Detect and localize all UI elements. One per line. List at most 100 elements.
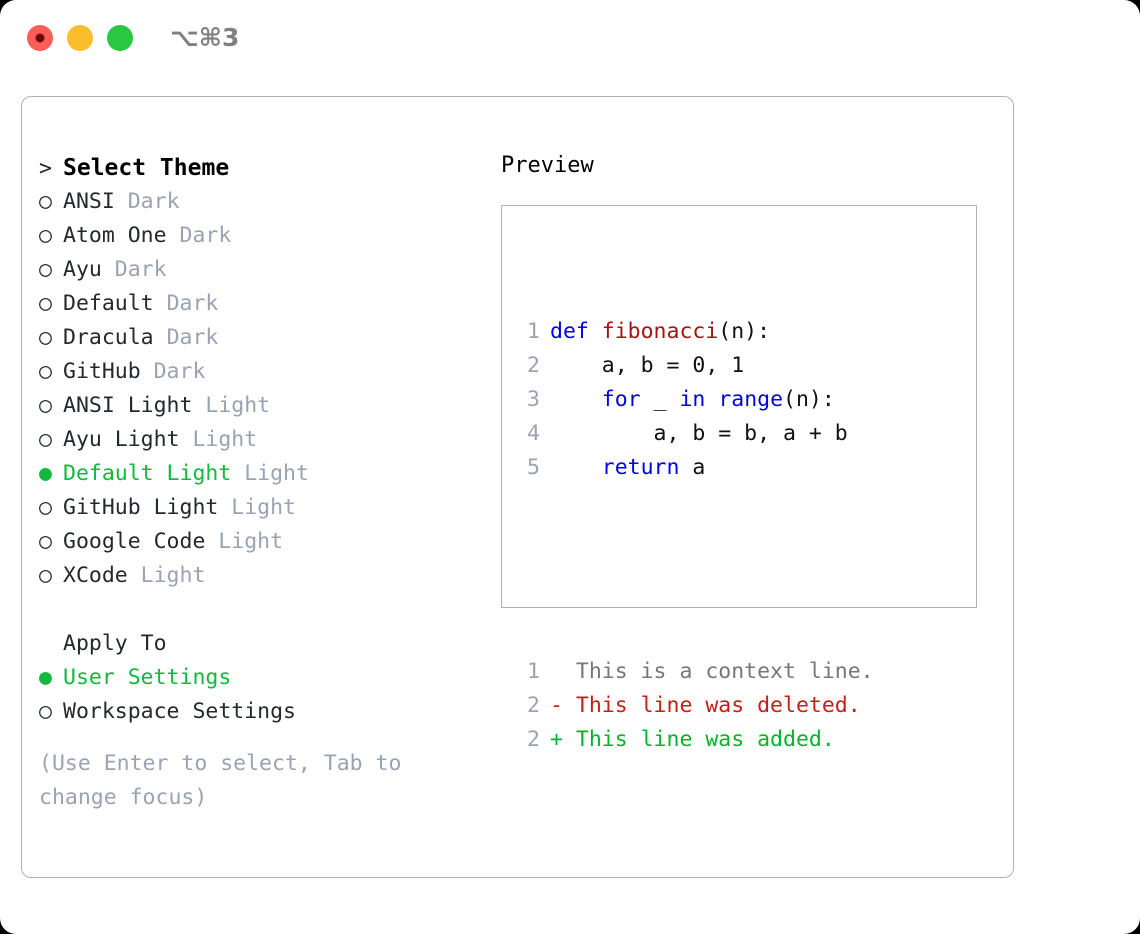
apply-to-label: Apply To <box>63 631 167 656</box>
theme-option-kind: Dark <box>127 189 180 214</box>
radio-unselected-icon[interactable]: ○ <box>39 529 52 554</box>
theme-option-name: Ayu <box>63 257 115 282</box>
radio-unselected-icon[interactable]: ○ <box>39 699 52 724</box>
apply-to-option-name: Workspace Settings <box>63 699 296 724</box>
theme-option-kind: Light <box>218 529 284 554</box>
apply-to-option-user-settings[interactable]: ●User Settings <box>39 661 489 695</box>
theme-option-kind: Light <box>140 563 206 588</box>
minimize-button[interactable] <box>67 25 93 51</box>
line-number: 2 <box>527 727 540 752</box>
code-token: (n): <box>718 319 771 344</box>
radio-unselected-icon[interactable]: ○ <box>39 325 52 350</box>
code-token: a, b = 0, 1 <box>550 353 745 378</box>
code-line: 2 a, b = 0, 1 <box>514 349 874 383</box>
theme-option-kind: Dark <box>153 359 206 384</box>
apply-to-option-workspace-settings[interactable]: ○ Workspace Settings <box>39 695 489 729</box>
theme-option-name: Default Light <box>63 461 245 486</box>
theme-option-name: XCode <box>63 563 141 588</box>
line-number: 1 <box>527 659 540 684</box>
line-number: 3 <box>527 387 540 412</box>
diff-text: + This line was added. <box>550 727 835 752</box>
theme-option-xcode[interactable]: ○ XCode Light <box>39 559 489 593</box>
line-number: 2 <box>527 353 540 378</box>
theme-option-name: ANSI <box>63 189 128 214</box>
select-theme-label: Select Theme <box>63 155 230 181</box>
theme-option-ayu[interactable]: ○ Ayu Dark <box>39 253 489 287</box>
select-theme-heading: > Select Theme <box>39 151 489 185</box>
code-line: 5 return a <box>514 451 874 485</box>
theme-option-name: Google Code <box>63 529 219 554</box>
code-token <box>705 387 718 412</box>
radio-selected-icon[interactable]: ● <box>39 461 52 486</box>
theme-option-name: GitHub Light <box>63 495 232 520</box>
radio-unselected-icon[interactable]: ○ <box>39 563 52 588</box>
code-token: (n): <box>783 387 835 412</box>
theme-option-name: GitHub <box>63 359 154 384</box>
theme-option-kind: Light <box>244 461 309 486</box>
title-bar: ⌥⌘3 <box>0 0 1140 78</box>
theme-option-atom-one[interactable]: ○Atom One Dark <box>39 219 489 253</box>
line-number: 1 <box>527 319 540 344</box>
code-token: def <box>550 319 602 344</box>
theme-option-ayu-light[interactable]: ○Ayu Light Light <box>39 423 489 457</box>
line-number: 2 <box>527 693 540 718</box>
window-controls <box>27 25 133 51</box>
radio-unselected-icon[interactable]: ○ <box>39 257 52 282</box>
maximize-button[interactable] <box>107 25 133 51</box>
theme-option-name: Default <box>63 291 167 316</box>
theme-options-list: ○ANSI Dark○Atom One Dark○Ayu Dark○Defaul… <box>39 185 489 593</box>
theme-option-kind: Dark <box>179 223 232 248</box>
keyboard-hint-text: (Use Enter to select, Tab to change focu… <box>39 751 402 810</box>
theme-list-column: >Select Theme ○ANSI Dark○Atom One Dark○A… <box>39 151 489 815</box>
radio-selected-icon[interactable]: ● <box>39 665 52 690</box>
code-line: 3 for _ in range(n): <box>514 383 874 417</box>
theme-option-kind: Dark <box>114 257 167 282</box>
theme-picker-panel: >Select Theme ○ANSI Dark○Atom One Dark○A… <box>21 96 1014 878</box>
theme-option-default-light[interactable]: ● Default Light Light <box>39 457 489 491</box>
theme-option-dracula[interactable]: ○Dracula Dark <box>39 321 489 355</box>
theme-option-google-code[interactable]: ○ Google Code Light <box>39 525 489 559</box>
theme-option-name: Ayu Light <box>63 427 193 452</box>
code-blank-line <box>514 553 874 587</box>
preview-title: Preview <box>501 153 594 178</box>
theme-option-default[interactable]: ○ Default Dark <box>39 287 489 321</box>
line-number: 4 <box>527 421 540 446</box>
theme-option-kind: Light <box>205 393 271 418</box>
radio-unselected-icon[interactable]: ○ <box>39 427 52 452</box>
theme-option-ansi-light[interactable]: ○ ANSI Light Light <box>39 389 489 423</box>
radio-unselected-icon[interactable]: ○ <box>39 359 52 384</box>
code-token: fibonacci <box>601 319 719 344</box>
radio-unselected-icon[interactable]: ○ <box>39 291 52 316</box>
radio-unselected-icon[interactable]: ○ <box>39 495 52 520</box>
code-line: 1 def fibonacci(n): <box>514 315 874 349</box>
theme-option-github-light[interactable]: ○ GitHub Light Light <box>39 491 489 525</box>
radio-unselected-icon[interactable]: ○ <box>39 223 52 248</box>
radio-unselected-icon[interactable]: ○ <box>39 189 52 214</box>
heading-marker: > <box>39 156 52 181</box>
apply-to-options-list: ●User Settings ○ Workspace Settings <box>39 661 489 729</box>
theme-option-name: ANSI Light <box>63 393 206 418</box>
radio-unselected-icon[interactable]: ○ <box>39 393 52 418</box>
diff-sample: 1 This is a context line.2- This line wa… <box>514 655 874 757</box>
code-token <box>550 455 602 480</box>
code-token: range <box>718 387 784 412</box>
line-number: 5 <box>527 455 540 480</box>
diff-line-add: 2 + This line was added. <box>514 723 874 757</box>
code-token: a, b = b, a + b <box>550 421 848 446</box>
theme-option-kind: Light <box>231 495 297 520</box>
code-token <box>550 387 602 412</box>
close-button[interactable] <box>27 25 53 51</box>
code-line: 4 a, b = b, a + b <box>514 417 874 451</box>
theme-option-ansi[interactable]: ○ ANSI Dark <box>39 185 489 219</box>
diff-text: This is a context line. <box>550 659 874 684</box>
code-token: in <box>679 387 706 412</box>
theme-option-kind: Dark <box>166 291 219 316</box>
code-token: a <box>679 455 706 480</box>
theme-option-github[interactable]: ○ GitHub Dark <box>39 355 489 389</box>
diff-line-ctx: 1 This is a context line. <box>514 655 874 689</box>
code-token: _ <box>640 387 680 412</box>
